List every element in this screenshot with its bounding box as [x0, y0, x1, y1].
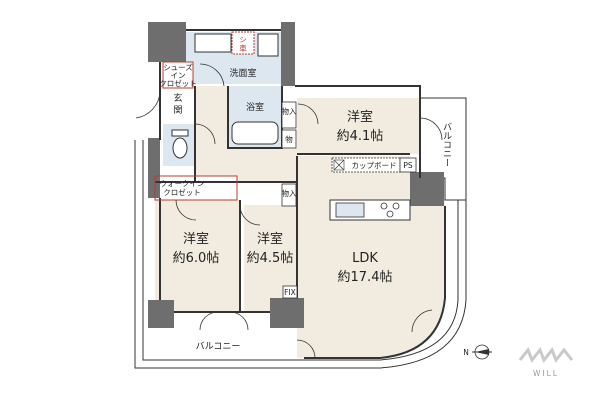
- western-room-c-size: 約4.5帖: [247, 251, 294, 266]
- ldk-size: 約17.4帖: [338, 270, 393, 285]
- walkin-closet-label-1: ウォークイン: [160, 179, 205, 188]
- pillar-bottom-mid: [270, 298, 304, 328]
- stove-burner-2: [392, 202, 400, 210]
- storage-label-1: 物入: [282, 106, 297, 116]
- cupboard-x-box: [333, 159, 345, 171]
- north-arrow: N: [463, 344, 492, 360]
- balcony-right-label: バルコニー: [441, 122, 452, 167]
- washroom-label: 洗面室: [229, 67, 256, 79]
- pillar-bottom-left: [148, 300, 174, 328]
- storage-label-3: 物入: [282, 188, 297, 198]
- shoes-closet-label-1: シューズ: [163, 62, 193, 72]
- pillar-mid-left: [148, 138, 160, 198]
- western-room-b-floor: [155, 200, 240, 312]
- balcony-bottom: [134, 140, 467, 369]
- pillar-top-right: [281, 22, 295, 86]
- north-label: N: [463, 348, 469, 357]
- washroom-cabinet: [257, 33, 279, 57]
- will-logo: WILL: [518, 347, 574, 378]
- pillar-top-left: [148, 22, 186, 62]
- western-room-c-name: 洋室: [257, 231, 283, 247]
- stove-burner-1: [380, 202, 388, 210]
- western-room-b-size: 約6.0帖: [173, 251, 220, 266]
- storage-label-2: 物: [285, 134, 293, 144]
- western-room-a-name: 洋室: [347, 109, 373, 125]
- kitchen-sink: [335, 202, 365, 218]
- washer-label-1: シ: [239, 35, 247, 44]
- walls: [155, 29, 446, 359]
- walkin-closet-box: [154, 175, 238, 201]
- shoes-closet-box: [162, 61, 194, 89]
- door-arcs: [135, 91, 443, 359]
- washer-space: [231, 31, 255, 55]
- ps-box: [399, 157, 417, 173]
- fix-box: [282, 285, 298, 299]
- storage-box-1: [281, 101, 297, 129]
- vanity-sink: [194, 33, 232, 53]
- ldk-name: LDK: [352, 251, 378, 266]
- western-room-a-size: 約4.1帖: [337, 129, 384, 144]
- balcony-bottom-inner: [142, 140, 459, 361]
- pillar-right: [410, 172, 444, 206]
- fix-label: FIX: [284, 288, 296, 297]
- will-logo-mark: [518, 347, 574, 363]
- western-room-a-floor: [297, 98, 420, 154]
- toilet-tank: [171, 129, 189, 137]
- entrance-label-2: 関: [173, 105, 182, 116]
- walkin-closet-label-2: クロゼット: [163, 187, 201, 197]
- toilet-bowl: [172, 137, 188, 159]
- entrance-label-1: 玄: [173, 92, 182, 104]
- stove-burner-3: [386, 210, 394, 218]
- cupboard-label: カップボード: [352, 161, 397, 170]
- western-room-b-name: 洋室: [183, 231, 209, 247]
- storage-box-3: [281, 183, 297, 207]
- shoes-closet-label-3: クロゼット: [159, 78, 197, 88]
- storage-box-2: [281, 129, 297, 149]
- shoes-closet-label-2: イン: [171, 71, 186, 80]
- bathtub: [231, 121, 279, 145]
- ps-label: PS: [403, 161, 413, 170]
- bathroom-label: 浴室: [246, 101, 264, 113]
- balcony-bottom-label: バルコニー: [196, 341, 241, 352]
- washer-label-2: 車: [239, 43, 247, 53]
- will-logo-text: WILL: [533, 369, 559, 378]
- washroom-door-arc: [199, 63, 225, 87]
- cupboard-x-line-2: [333, 159, 345, 171]
